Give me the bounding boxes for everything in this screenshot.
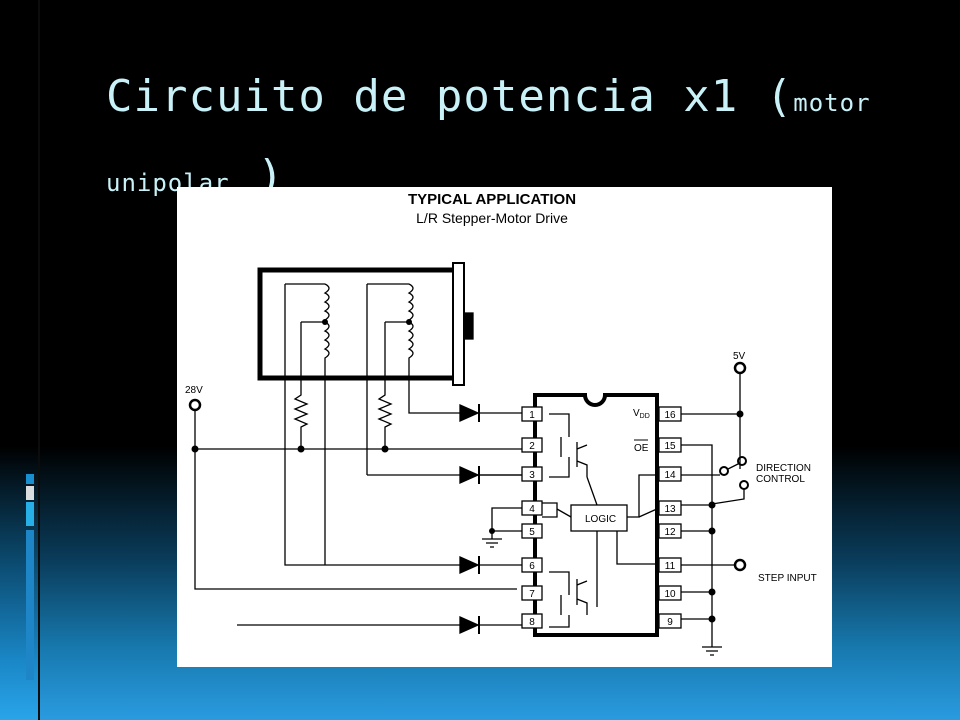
title-main: Circuito de potencia x1 ( bbox=[106, 71, 794, 122]
label-vdd: VDD bbox=[633, 408, 650, 420]
coil-2a bbox=[407, 283, 414, 322]
pin-label: 10 bbox=[664, 589, 676, 600]
wire-pin4-ground bbox=[491, 507, 522, 539]
logic-block bbox=[570, 504, 628, 532]
terminal-5v bbox=[733, 361, 747, 375]
pin-label: 11 bbox=[665, 561, 676, 572]
pin-box bbox=[521, 613, 543, 629]
driver-transistor-top bbox=[549, 413, 570, 478]
ic-body bbox=[533, 393, 659, 637]
title-small-1: motor bbox=[793, 89, 871, 117]
accent-bar bbox=[26, 474, 34, 484]
resistor-1 bbox=[293, 387, 309, 449]
switch-contact bbox=[737, 456, 747, 466]
pin-label: 5 bbox=[529, 527, 535, 538]
junction-dot bbox=[708, 588, 716, 596]
junction-dot bbox=[381, 445, 389, 453]
pin-label: 4 bbox=[529, 504, 535, 515]
circuit-diagram: TYPICAL APPLICATION L/R Stepper-Motor Dr… bbox=[185, 191, 817, 656]
switch-contact bbox=[719, 466, 729, 476]
wire-logic-pin11 bbox=[616, 531, 659, 565]
label-28v: 28V bbox=[185, 385, 203, 396]
pin-label: 2 bbox=[529, 441, 535, 452]
pin-label: 16 bbox=[664, 410, 676, 421]
pin-label: 8 bbox=[529, 617, 535, 628]
direction-switch-arm bbox=[727, 462, 741, 470]
junction-dot bbox=[191, 445, 199, 453]
resistor-2 bbox=[377, 387, 393, 449]
motor-flange bbox=[452, 262, 465, 386]
junction-dot bbox=[736, 410, 744, 418]
accent-bar bbox=[26, 502, 34, 526]
wire-coil1 bbox=[284, 487, 460, 566]
wire-logic-pin14 bbox=[627, 474, 659, 518]
pin-box bbox=[521, 557, 543, 573]
junction-dot bbox=[297, 445, 305, 453]
wire-28v-bus bbox=[194, 410, 517, 590]
pin-box bbox=[521, 466, 543, 482]
motor-housing bbox=[257, 267, 463, 381]
label-step-input: STEP INPUT bbox=[758, 573, 817, 584]
pin-label: 7 bbox=[529, 589, 535, 600]
circuit-figure: TYPICAL APPLICATION L/R Stepper-Motor Dr… bbox=[177, 187, 832, 667]
switch-contact bbox=[739, 480, 749, 490]
wire-coil2-bottom bbox=[408, 359, 460, 414]
label-5v: 5V bbox=[733, 351, 746, 362]
diagram-subheading: L/R Stepper-Motor Drive bbox=[416, 210, 568, 226]
pin-label: 3 bbox=[529, 470, 535, 481]
label-logic: LOGIC bbox=[585, 514, 616, 525]
junction-dot bbox=[708, 501, 716, 509]
pin-box bbox=[658, 585, 682, 601]
coil-2b bbox=[407, 321, 414, 359]
diode bbox=[459, 555, 480, 575]
junction-dot bbox=[708, 527, 716, 535]
ground-symbol bbox=[702, 646, 722, 656]
terminal-28v bbox=[188, 398, 202, 412]
motor-shaft bbox=[463, 312, 474, 340]
diagram-heading: TYPICAL APPLICATION bbox=[408, 191, 576, 208]
junction-dot bbox=[322, 319, 328, 325]
left-edge bbox=[38, 0, 40, 720]
junction-dot bbox=[406, 319, 412, 325]
diode bbox=[459, 465, 480, 485]
wire-ground-rail bbox=[681, 504, 713, 647]
label-oe: OE bbox=[634, 443, 649, 454]
pin-box bbox=[658, 466, 682, 482]
pin-box bbox=[521, 585, 543, 601]
junction-dot bbox=[708, 615, 716, 623]
coil-1b bbox=[323, 321, 330, 359]
junction-dot bbox=[489, 528, 495, 534]
pin-label: 1 bbox=[529, 410, 535, 421]
pin-label: 12 bbox=[664, 527, 676, 538]
pin-label: 9 bbox=[667, 617, 673, 628]
label-control: CONTROL bbox=[756, 474, 805, 485]
terminal-step-input bbox=[733, 558, 747, 572]
pin-label: 14 bbox=[664, 470, 676, 481]
pin-label: 6 bbox=[529, 561, 535, 572]
diode bbox=[459, 403, 480, 423]
ground-symbol bbox=[482, 538, 502, 548]
driver-transistor-bottom bbox=[549, 571, 570, 628]
label-direction: DIRECTION bbox=[756, 463, 811, 474]
diode bbox=[459, 615, 480, 635]
pin-box bbox=[658, 613, 682, 629]
pin-box bbox=[521, 437, 543, 453]
accent-bar bbox=[26, 486, 34, 500]
pin-box bbox=[521, 406, 543, 422]
accent-bar bbox=[26, 530, 34, 680]
coil-1a bbox=[323, 283, 330, 322]
pin-label: 13 bbox=[664, 504, 676, 515]
pin-label: 15 bbox=[664, 441, 676, 452]
